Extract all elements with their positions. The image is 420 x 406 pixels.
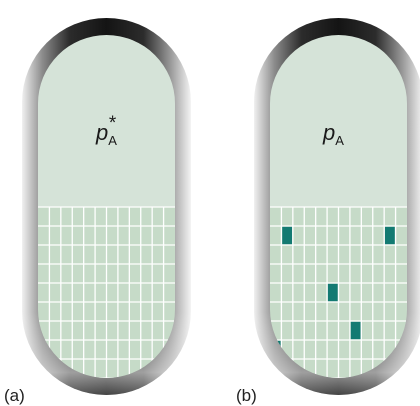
pressure-subscript: A [335,133,344,148]
vapour-pressure-solution: pA [322,120,344,148]
solute-particle [350,321,361,340]
pressure-symbol: p [95,120,108,145]
pressure-subscript: A [108,133,117,148]
panel-label-b: (b) [236,386,257,405]
vapour-region [38,35,175,207]
panel-label-a: (a) [4,386,25,405]
vapour-pressure-pure: pA* [95,113,117,148]
pressure-symbol: p [322,120,335,145]
panel-b: pA (b) [236,18,420,405]
solute-particle [384,226,395,245]
solute-particle [327,283,338,302]
pressure-superscript: * [109,113,117,134]
panel-a: pA* (a) [4,18,191,405]
vapour-region [270,35,407,207]
liquid-solvent [38,206,175,378]
solute-particle [282,226,293,245]
liquid-solution [270,206,407,378]
